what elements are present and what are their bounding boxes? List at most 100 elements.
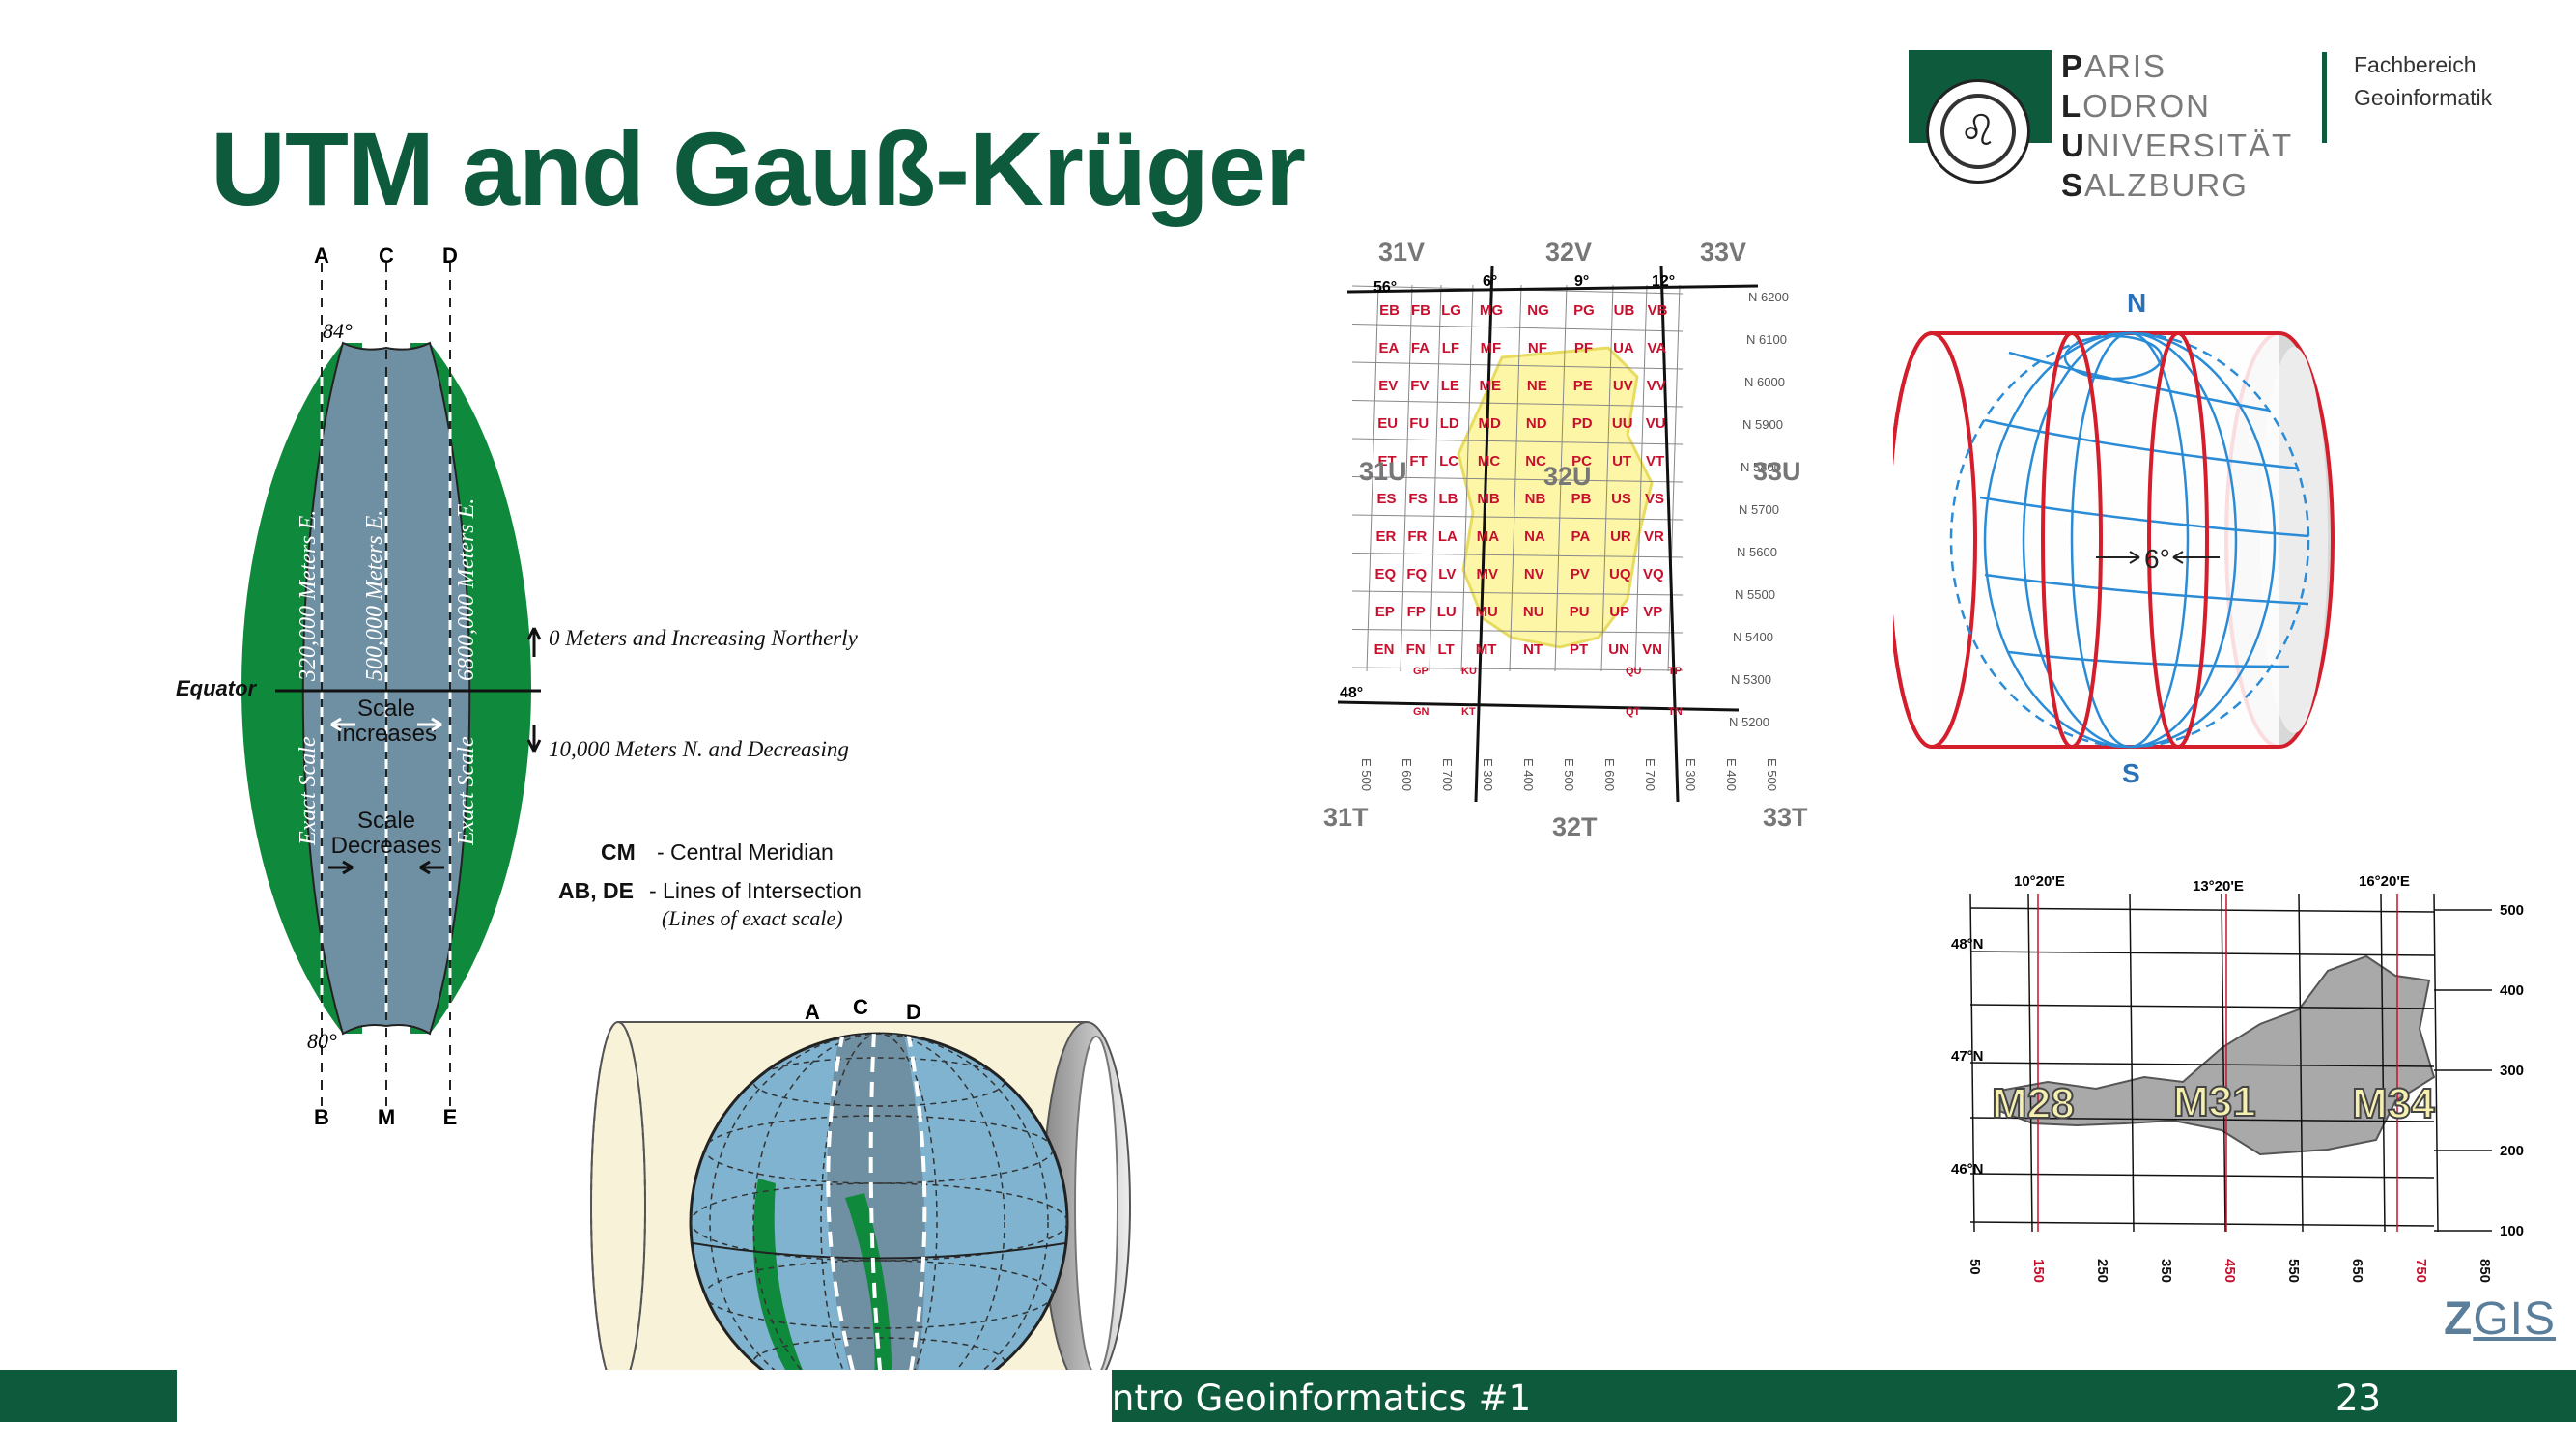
right-axis-label: 200 (2500, 1143, 2524, 1159)
grid-cell-label: VB (1648, 302, 1668, 319)
university-logo: ♌ PARIS LODRON UNIVERSITÄT SALZBURG (1909, 46, 2343, 203)
easting-label: E 400 (1724, 758, 1739, 791)
grid-cell-label: MA (1477, 528, 1499, 545)
northing-label: N 6100 (1746, 332, 1787, 347)
grid-cell-label: ND (1526, 415, 1547, 432)
lat-84: 84° (323, 319, 353, 343)
footer-white-block (177, 1370, 1112, 1422)
label-a: A (314, 243, 329, 268)
meridian-13-20: 13°20'E (2193, 878, 2244, 895)
lat-48n: 48°N (1951, 936, 1984, 952)
meridian-10-20: 10°20'E (2014, 873, 2065, 890)
meridian-16-20: 16°20'E (2359, 873, 2410, 890)
lat-46n: 46°N (1951, 1161, 1984, 1178)
grid-cell-label: UR (1610, 528, 1631, 545)
lion-seal-icon: ♌ (1926, 79, 2030, 184)
grid-cell-label: NV (1524, 566, 1544, 582)
grid-cell-label: VU (1646, 415, 1666, 432)
grid-cell-label: MB (1477, 491, 1499, 507)
grid-cell-label: VQ (1643, 566, 1664, 582)
grid-cell-label: NA (1524, 528, 1545, 545)
bottom-axis-label: 250 (2094, 1259, 2110, 1283)
grid-cell-label: PD (1572, 415, 1593, 432)
exact-scale-right: Exact Scale (454, 736, 479, 846)
globe-label-a: A (805, 1000, 820, 1024)
grid-cell-label: UV (1613, 378, 1633, 394)
grid-cell-label: VR (1644, 528, 1664, 545)
grid-cell-label: LC (1439, 453, 1458, 469)
grid-cell-label: FP (1407, 604, 1426, 620)
grid-cell-label: FT (1409, 453, 1427, 469)
grid-cell-label: PV (1571, 566, 1590, 582)
south-label: S (2122, 758, 2140, 788)
grid-cell-label: VS (1645, 491, 1664, 507)
grid-cell-label: NG (1527, 302, 1549, 319)
easting-label: E 600 (1602, 758, 1617, 791)
right-axis-label: 400 (2500, 982, 2524, 999)
grid-cell-label: FN (1406, 641, 1426, 658)
grid-cell-label: EQ (1374, 566, 1396, 582)
grid-cell-label: VP (1643, 604, 1662, 620)
zgis-logo: ZGIS (2444, 1293, 2557, 1345)
meridian-12: 12° (1652, 273, 1675, 290)
grid-cell-label: PU (1570, 604, 1590, 620)
bottom-axis-label: 650 (2349, 1259, 2365, 1283)
northing-label: N 6000 (1744, 375, 1785, 389)
zone-31u: 31U (1359, 457, 1407, 486)
legend-ab-note: (Lines of exact scale) (662, 906, 843, 930)
grid-cell-label: UA (1613, 340, 1634, 356)
grid-small-label: TN (1668, 706, 1683, 718)
label-d: D (442, 243, 458, 268)
northing-label: N 5300 (1731, 672, 1771, 687)
grid-cell-label: UU (1612, 415, 1633, 432)
bottom-axis-label: 50 (1967, 1259, 1983, 1275)
grid-cell-label: LD (1440, 415, 1459, 432)
center-band-label: 500,000 Meters E. (362, 510, 387, 681)
logo-divider (2322, 52, 2327, 143)
equator-label: Equator (176, 676, 258, 700)
meridian-9: 9° (1574, 273, 1589, 290)
department-name: Fachbereich Geoinformatik (2354, 52, 2493, 110)
scale-decreases-1: Scale (357, 808, 415, 834)
bottom-axis-label: 150 (2030, 1259, 2047, 1283)
grid-cell-label: MD (1479, 415, 1501, 432)
grid-cell-label: ME (1480, 378, 1502, 394)
grid-cell-label: FV (1410, 378, 1429, 394)
zone-32u: 32U (1543, 462, 1592, 491)
bottom-axis-label: 850 (2477, 1259, 2493, 1283)
legend-ab-value: - Lines of Intersection (649, 878, 862, 903)
grid-cell-label: FR (1407, 528, 1427, 545)
grid-small-label: GN (1413, 706, 1430, 718)
grid-cell-label: NT (1523, 641, 1543, 658)
globe-cylinder-diagram: A C D B M E (590, 995, 1131, 1425)
grid-cell-label: EV (1378, 378, 1398, 394)
grid-cell-label: EA (1378, 340, 1399, 356)
northing-label: N 6200 (1748, 290, 1789, 304)
south-note: 10,000 Meters N. and Decreasing (549, 737, 849, 761)
grid-cell-label: FB (1411, 302, 1430, 319)
page-number: 23 (2335, 1378, 2382, 1419)
grid-cell-label: ES (1376, 491, 1396, 507)
bottom-axis-label: 450 (2222, 1259, 2238, 1283)
grid-cell-label: LF (1442, 340, 1459, 356)
grid-cell-label: NU (1523, 604, 1544, 620)
northing-label: N 5700 (1739, 502, 1779, 517)
grid-cell-label: ET (1378, 453, 1397, 469)
slide-title: UTM and Gauß-Krüger (211, 110, 1306, 227)
zone-width-label: 6° (2144, 544, 2170, 574)
grid-cell-label: PE (1573, 378, 1593, 394)
lat-80: 80° (307, 1029, 337, 1053)
globe-label-d: D (906, 1000, 921, 1024)
grid-cell-label: EB (1379, 302, 1400, 319)
legend-ab: AB, DE (558, 878, 634, 903)
grid-cell-label: PB (1571, 491, 1592, 507)
legend-cm-value: - Central Meridian (657, 839, 834, 865)
easting-label: E 700 (1643, 758, 1657, 791)
grid-cell-label: PF (1574, 340, 1593, 356)
grid-cell-label: FQ (1406, 566, 1427, 582)
grid-cell-label: LB (1439, 491, 1458, 507)
grid-cell-label: LE (1441, 378, 1459, 394)
grid-cell-label: FS (1408, 491, 1427, 507)
easting-label: E 700 (1440, 758, 1455, 791)
easting-label: E 400 (1521, 758, 1536, 791)
